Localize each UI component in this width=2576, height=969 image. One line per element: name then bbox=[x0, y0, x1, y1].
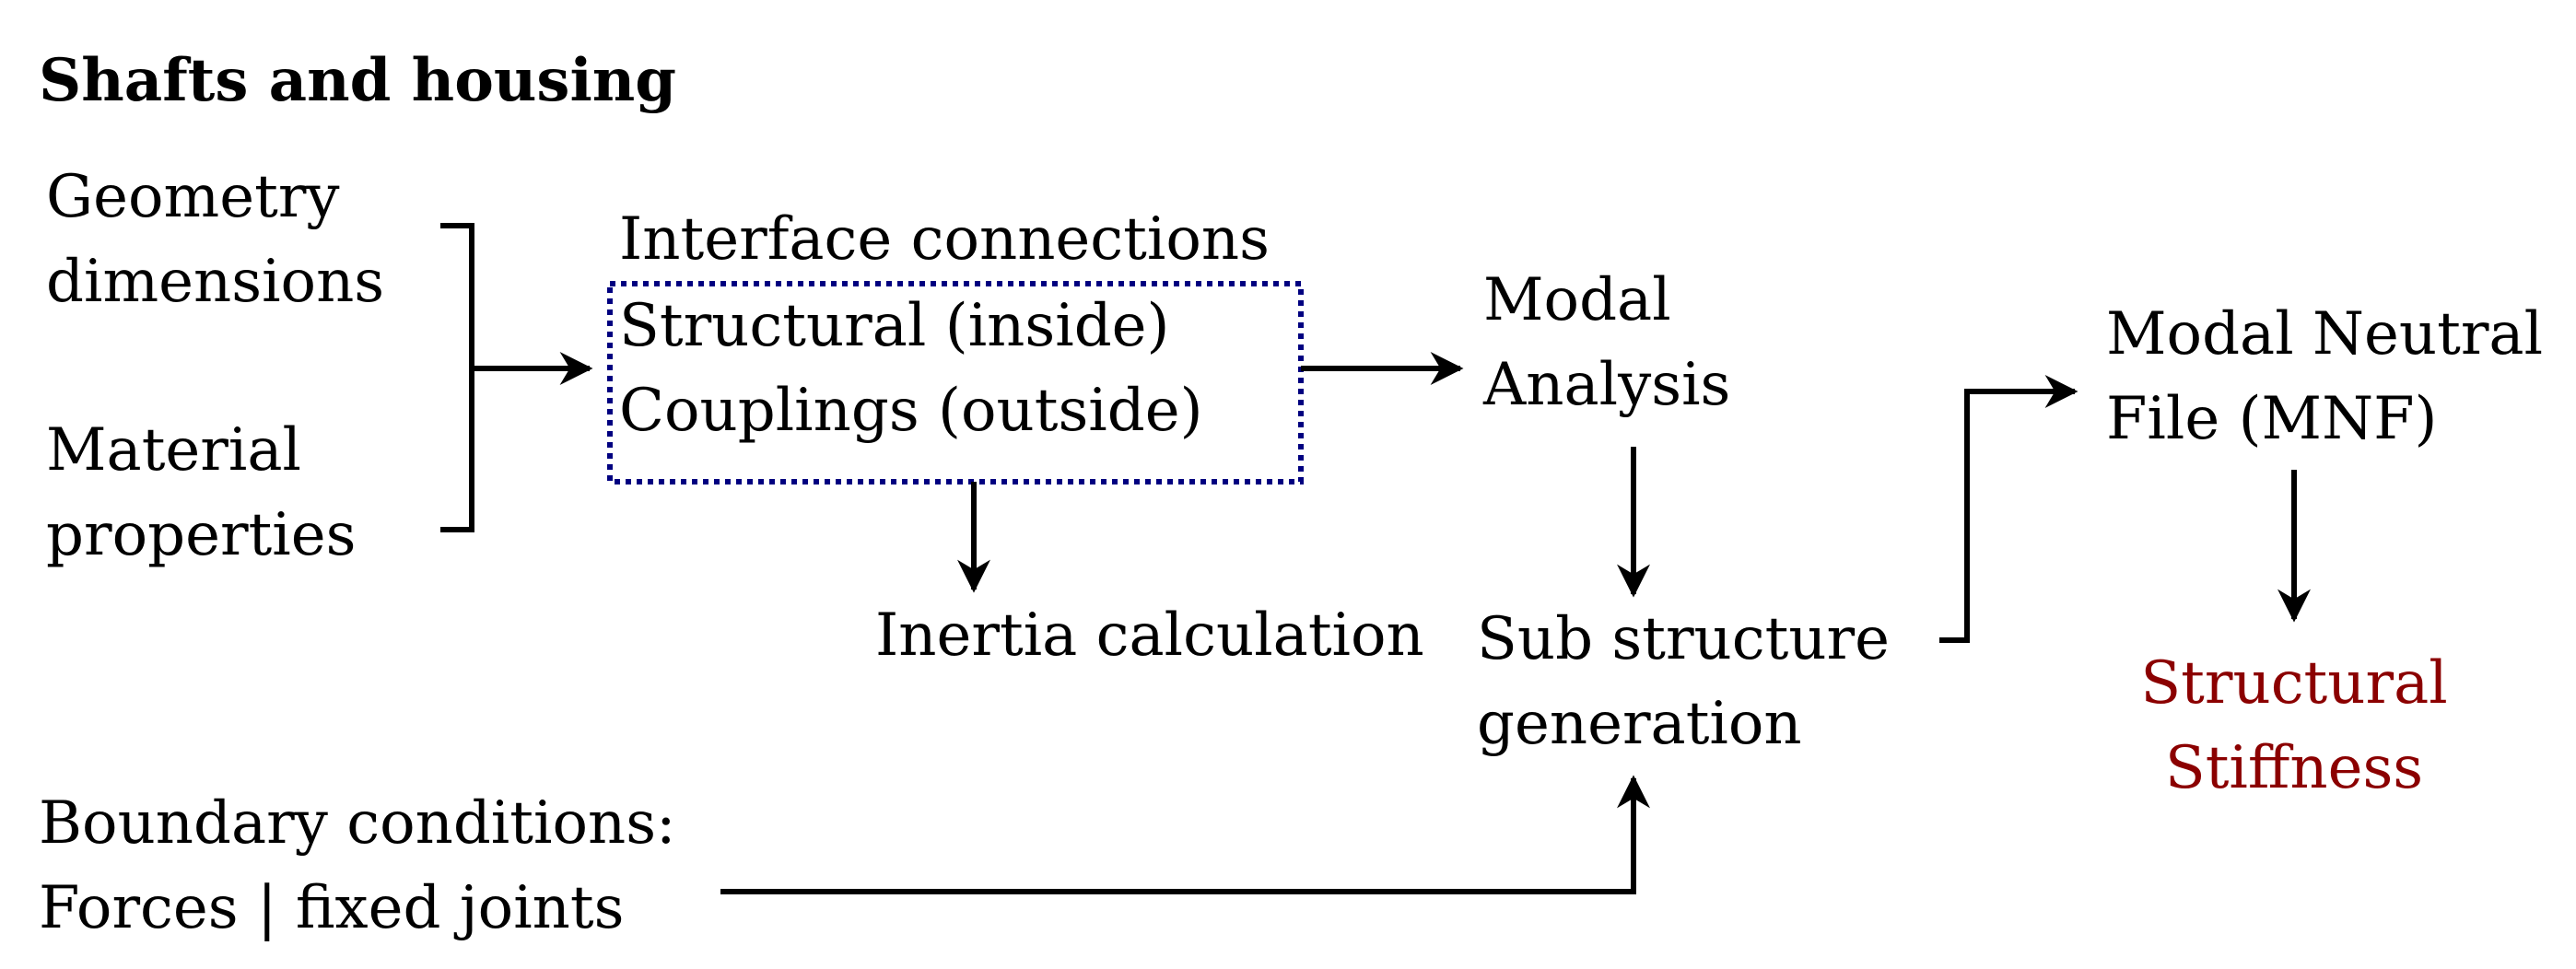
structural-stiffness-result: Structural Stiffness bbox=[2110, 641, 2478, 811]
boundary-line-2: Forces | fixed joints bbox=[39, 874, 625, 942]
boundary-conditions-label: Boundary conditions: Forces | fixed join… bbox=[39, 781, 676, 951]
sub-structure-label: Sub structure generation bbox=[1477, 597, 1890, 766]
modal-line-1: Modal bbox=[1483, 266, 1671, 334]
material-line-2: properties bbox=[46, 501, 357, 569]
geometry-line-1: Geometry bbox=[46, 163, 340, 231]
interface-connections-heading: Interface connections bbox=[619, 205, 1270, 274]
inertia-calculation-label: Inertia calculation bbox=[875, 601, 1424, 670]
modal-line-2: Analysis bbox=[1483, 351, 1731, 419]
interface-structural-line: Structural (inside) bbox=[619, 292, 1170, 360]
boundary-line-1: Boundary conditions: bbox=[39, 789, 676, 858]
geometry-line-2: dimensions bbox=[46, 248, 385, 316]
material-properties-label: Material properties bbox=[46, 408, 356, 578]
interface-couplings-line: Couplings (outside) bbox=[619, 377, 1203, 445]
inputs-bracket bbox=[440, 223, 474, 532]
substructure-line-2: generation bbox=[1477, 690, 1802, 758]
mnf-line-2: File (MNF) bbox=[2106, 385, 2438, 453]
geometry-dimensions-label: Geometry dimensions bbox=[46, 155, 384, 324]
interface-dotted-box bbox=[607, 281, 1304, 484]
mnf-label: Modal Neutral File (MNF) bbox=[2106, 292, 2543, 461]
substructure-line-1: Sub structure bbox=[1477, 605, 1890, 673]
interface-box-content: Structural (inside) Couplings (outside) bbox=[619, 284, 1203, 453]
modal-analysis-label: Modal Analysis bbox=[1483, 258, 1730, 427]
material-line-1: Material bbox=[46, 416, 301, 484]
arrow-boundary-to-substructure bbox=[720, 775, 1650, 894]
diagram-title: Shafts and housing bbox=[39, 46, 677, 115]
arrow-substructure-to-mnf bbox=[1939, 375, 2078, 643]
mnf-line-1: Modal Neutral bbox=[2106, 300, 2544, 368]
result-line-1: Structural bbox=[2140, 649, 2448, 718]
result-line-2: Stiffness bbox=[2164, 734, 2424, 802]
